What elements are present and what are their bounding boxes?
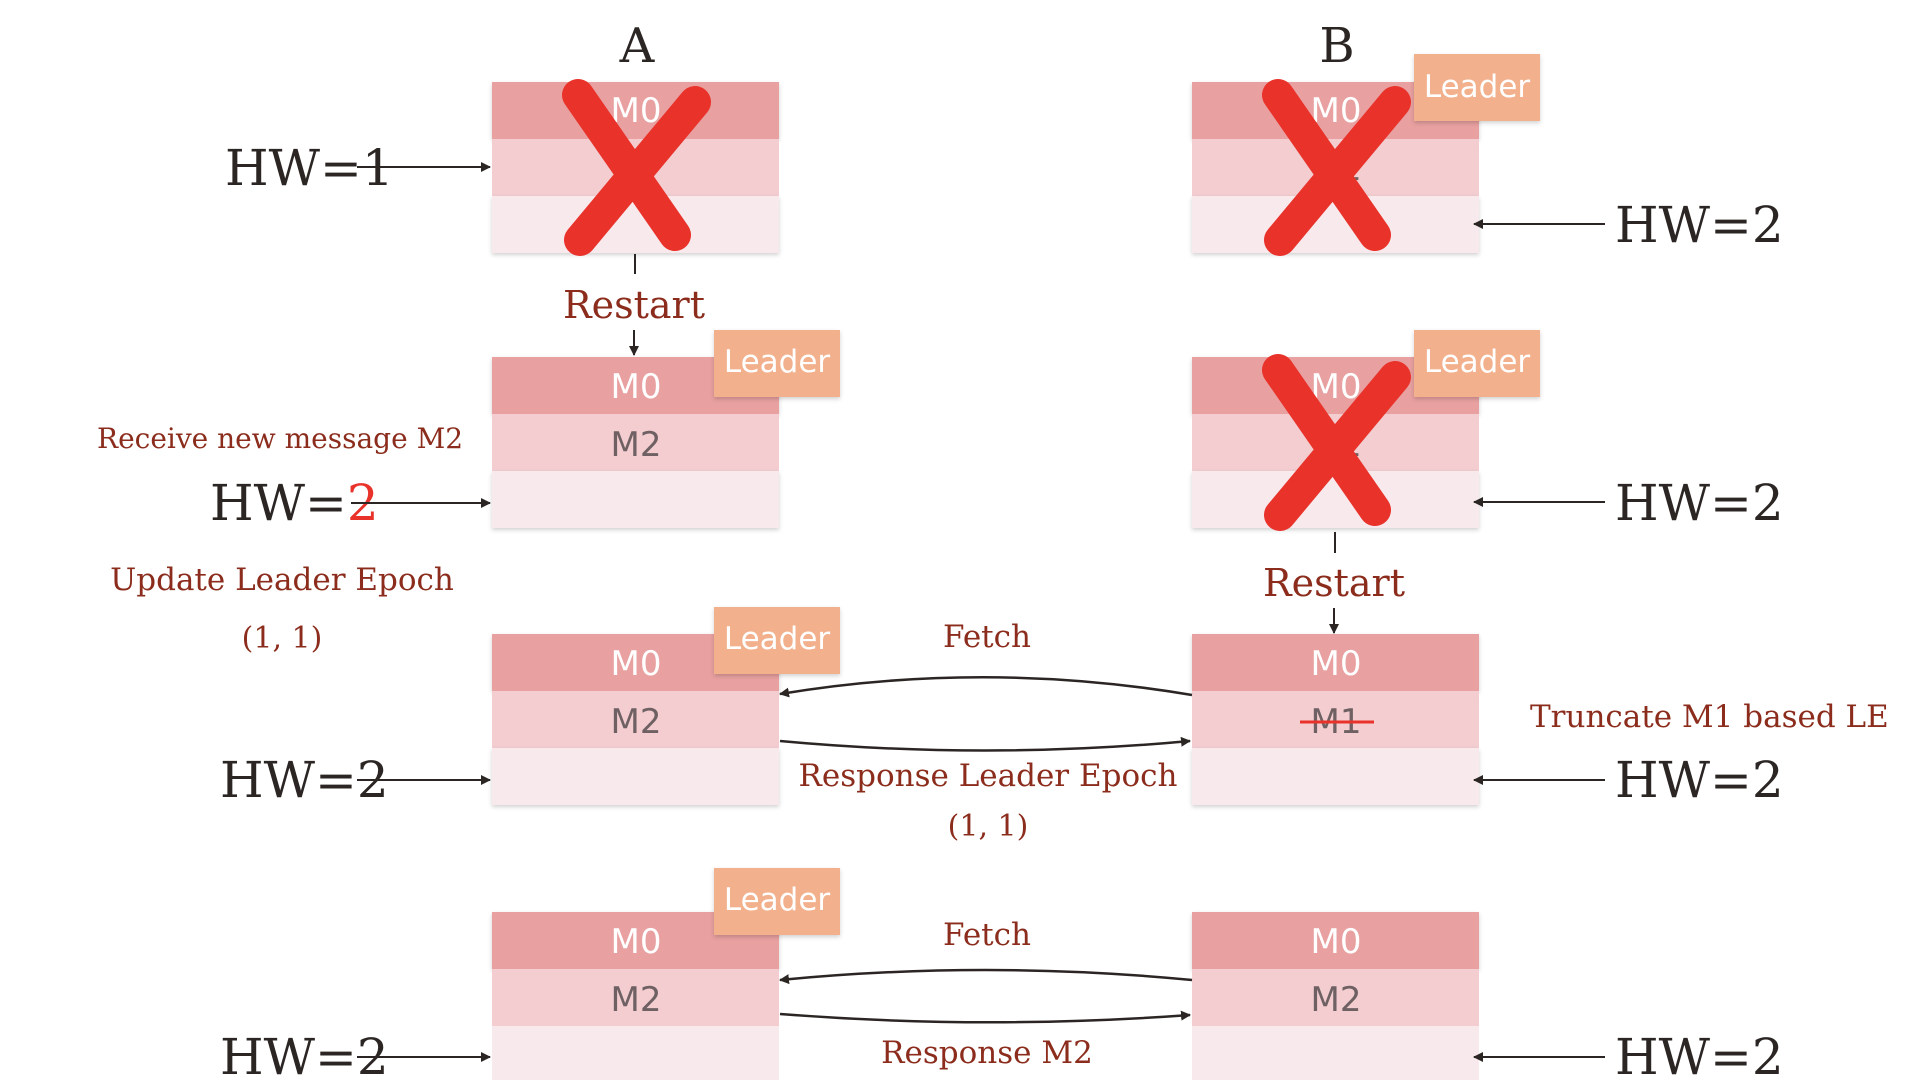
leader-badge: Leader bbox=[1414, 330, 1540, 397]
hw-value: 2 bbox=[1752, 1028, 1784, 1080]
log-entry: M0 bbox=[1311, 91, 1362, 131]
hw-value: 2 bbox=[1752, 196, 1784, 254]
log-row-2 bbox=[1192, 748, 1479, 805]
svg-text:Leader: Leader bbox=[724, 621, 831, 657]
stage-2-hw-a: HW=2 bbox=[210, 474, 491, 532]
stage-4-exchange: Fetch Response M2 bbox=[779, 917, 1193, 1071]
log-row-2 bbox=[492, 471, 779, 528]
stage-3-replica-b: M0 M1 bbox=[1192, 634, 1479, 805]
log-row-1 bbox=[1192, 969, 1479, 1026]
response-arrow bbox=[779, 1010, 1191, 1024]
log-entry: M2 bbox=[611, 702, 662, 742]
log-row-0 bbox=[1192, 634, 1479, 691]
log-entry: M2 bbox=[611, 425, 662, 465]
stage-4-replica-b: M0 M2 bbox=[1192, 912, 1479, 1080]
stage-4-hw-a: HW=2 bbox=[220, 1028, 491, 1080]
hw-label: HW= bbox=[1615, 474, 1752, 532]
svg-text:HW=2: HW=2 bbox=[220, 1028, 389, 1080]
restart-label: Restart bbox=[1263, 561, 1405, 605]
truncate-note: Truncate M1 based LE bbox=[1530, 699, 1889, 735]
svg-text:HW=2: HW=2 bbox=[1615, 751, 1784, 809]
stage-1-hw-a: HW=1 bbox=[225, 139, 491, 197]
receive-note: Receive new message M2 bbox=[97, 422, 463, 455]
log-row-2 bbox=[492, 1026, 779, 1080]
log-entry: M0 bbox=[1311, 367, 1362, 407]
hw-label: HW= bbox=[220, 751, 357, 809]
stage-3-replica-a: M0 M2 Leader bbox=[492, 607, 840, 805]
hw-label: HW= bbox=[1615, 751, 1752, 809]
response-label: Response M2 bbox=[881, 1035, 1093, 1071]
fetch-arrow bbox=[779, 676, 1193, 698]
log-row-2 bbox=[492, 748, 779, 805]
svg-text:HW=2: HW=2 bbox=[1615, 196, 1784, 254]
leader-badge: Leader bbox=[1414, 54, 1540, 121]
log-row-1 bbox=[1192, 691, 1479, 748]
response-epoch: (1, 1) bbox=[948, 809, 1029, 844]
fetch-arrow bbox=[779, 968, 1193, 985]
leader-badge: Leader bbox=[714, 330, 840, 397]
hw-label: HW= bbox=[210, 474, 347, 532]
cross-icon bbox=[562, 79, 711, 256]
response-label: Response Leader Epoch bbox=[799, 758, 1178, 794]
stage-1-replica-b: M0 M1 Leader bbox=[1192, 54, 1540, 256]
hw-label: HW= bbox=[1615, 196, 1752, 254]
svg-text:Leader: Leader bbox=[1424, 344, 1531, 380]
leader-badge: Leader bbox=[714, 607, 840, 674]
svg-text:HW=2: HW=2 bbox=[210, 474, 379, 532]
log-row-2 bbox=[1192, 1026, 1479, 1080]
log-entry: M0 bbox=[611, 922, 662, 962]
stage-3-exchange: Fetch Response Leader Epoch (1, 1) bbox=[779, 619, 1193, 844]
svg-text:Leader: Leader bbox=[724, 882, 831, 918]
log-entry: M0 bbox=[611, 644, 662, 684]
svg-text:HW=2: HW=2 bbox=[1615, 1028, 1784, 1080]
hw-label: HW= bbox=[1615, 1028, 1752, 1080]
fetch-label: Fetch bbox=[943, 917, 1031, 953]
cross-icon bbox=[1262, 79, 1411, 256]
log-entry: M2 bbox=[611, 980, 662, 1020]
restart-a: Restart bbox=[563, 254, 705, 356]
hw-value: 2 bbox=[1752, 474, 1784, 532]
header-a: A bbox=[619, 18, 656, 74]
svg-text:Leader: Leader bbox=[724, 344, 831, 380]
log-row-0 bbox=[1192, 912, 1479, 969]
restart-b: Restart bbox=[1263, 532, 1405, 634]
stage-2-hw-b: HW=2 bbox=[1473, 474, 1784, 532]
leader-badge: Leader bbox=[714, 868, 840, 935]
log-entry: M0 bbox=[1311, 644, 1362, 684]
stage-3-hw-b: HW=2 bbox=[1473, 751, 1784, 809]
log-row-1 bbox=[492, 414, 779, 471]
hw-label: HW= bbox=[220, 1028, 357, 1080]
header-b: B bbox=[1319, 18, 1354, 74]
log-row-1 bbox=[492, 691, 779, 748]
cross-icon bbox=[1262, 354, 1411, 531]
svg-text:HW=2: HW=2 bbox=[1615, 474, 1784, 532]
stage-4-hw-b: HW=2 bbox=[1473, 1028, 1784, 1080]
hw-label: HW= bbox=[225, 139, 362, 197]
stage-1-hw-b: HW=2 bbox=[1473, 196, 1784, 254]
stage-4-replica-a: M0 M2 Leader bbox=[492, 868, 840, 1080]
restart-label: Restart bbox=[563, 283, 705, 327]
log-row-0 bbox=[492, 82, 779, 139]
log-entry: M2 bbox=[1311, 980, 1362, 1020]
log-row-1 bbox=[492, 969, 779, 1026]
log-entry: M0 bbox=[611, 91, 662, 131]
svg-text:HW=2: HW=2 bbox=[220, 751, 389, 809]
svg-text:Leader: Leader bbox=[1424, 69, 1531, 105]
log-entry: M0 bbox=[1311, 922, 1362, 962]
log-entry: M0 bbox=[611, 367, 662, 407]
stage-2-replica-a: M0 M2 Leader bbox=[492, 330, 840, 528]
stage-1-replica-a: M0 bbox=[492, 79, 779, 256]
hw-value: 2 bbox=[357, 1028, 389, 1080]
fetch-label: Fetch bbox=[943, 619, 1031, 655]
update-epoch-title: Update Leader Epoch bbox=[110, 562, 454, 598]
update-epoch-value: (1, 1) bbox=[242, 621, 323, 656]
hw-value: 2 bbox=[1752, 751, 1784, 809]
response-arrow bbox=[779, 736, 1191, 752]
stage-3-hw-a: HW=2 bbox=[220, 751, 491, 809]
stage-2-replica-b: M0 M1 Leader bbox=[1192, 330, 1540, 531]
